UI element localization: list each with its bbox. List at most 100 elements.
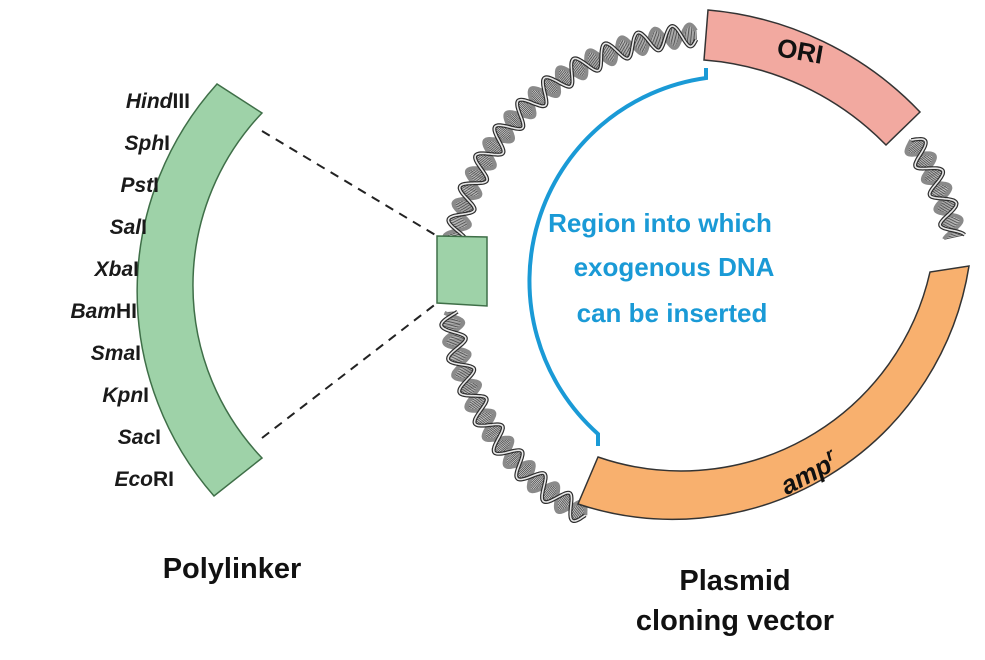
- helix-rung: [638, 32, 645, 54]
- plasmid-caption-line-1: Plasmid: [679, 565, 790, 597]
- helix-rung: [906, 138, 924, 152]
- helix-rung: [559, 67, 573, 86]
- helix-rung: [496, 125, 514, 139]
- helix-rung: [543, 483, 558, 502]
- helix-rung: [483, 424, 503, 438]
- helix-strand: [910, 136, 966, 237]
- enzyme-label: HindIII: [126, 90, 190, 113]
- helix-rung: [916, 156, 936, 169]
- helix-rung: [531, 475, 546, 492]
- helix-rung: [652, 29, 658, 51]
- helix-rung: [606, 43, 616, 63]
- helix-rung: [673, 26, 678, 47]
- helix-rung: [466, 396, 486, 407]
- helix-rung: [542, 483, 557, 501]
- helix-rung: [574, 58, 586, 78]
- helix-rung: [572, 58, 585, 79]
- helix-rung: [531, 88, 547, 106]
- helix-rung: [574, 503, 586, 522]
- helix-rung: [468, 169, 488, 180]
- helix-rung: [669, 27, 673, 48]
- helix-rung: [655, 28, 661, 51]
- helix-rung: [505, 114, 522, 129]
- helix-rung: [453, 202, 475, 211]
- helix-rung: [466, 171, 487, 183]
- helix-rung: [474, 411, 494, 424]
- helix-rung: [455, 200, 475, 208]
- helix-rung: [528, 472, 543, 489]
- helix-rung: [635, 33, 643, 54]
- helix-rung: [589, 50, 600, 71]
- helix-rung: [449, 355, 470, 362]
- helix-rung: [454, 370, 475, 379]
- helix-rung: [915, 155, 935, 168]
- helix-rung: [495, 440, 513, 454]
- dna-helix: [439, 22, 966, 523]
- helix-rung: [922, 169, 942, 180]
- region-text-line-2: exogenous DNA: [574, 252, 775, 282]
- helix-rung: [922, 170, 943, 181]
- helix-rung: [637, 32, 644, 55]
- helix-rung: [931, 188, 951, 198]
- helix-rung: [603, 43, 613, 65]
- helix-rung: [586, 52, 597, 71]
- helix-rung: [940, 219, 962, 226]
- helix-rung: [529, 472, 545, 490]
- helix-strand: [442, 310, 588, 516]
- helix-rung: [516, 101, 533, 118]
- helix-rung: [448, 354, 470, 361]
- helix-rung: [930, 187, 951, 197]
- helix-rung: [556, 492, 569, 511]
- helix-rung: [689, 24, 692, 47]
- helix-rung: [533, 87, 547, 104]
- plasmid-polylinker-segment: [436, 235, 488, 307]
- helix-rung: [516, 461, 532, 477]
- helix-rung: [571, 59, 584, 79]
- helix-rung: [448, 220, 469, 228]
- helix-rung: [907, 140, 926, 154]
- helix-rung: [475, 155, 495, 168]
- helix-strand: [440, 25, 698, 264]
- helix-rung: [459, 382, 480, 392]
- connector-line-bottom: [261, 302, 438, 439]
- helix-rung: [543, 78, 558, 97]
- enzyme-label: KpnI: [102, 384, 149, 407]
- helix-rung: [442, 323, 463, 328]
- helix-rung: [602, 45, 611, 64]
- helix-rung: [453, 366, 473, 374]
- plasmid-caption-line-2: cloning vector: [636, 605, 834, 637]
- helix-rung: [619, 38, 628, 59]
- helix-rung: [914, 154, 934, 166]
- enzyme-label: PstI: [120, 174, 159, 197]
- helix-rung: [459, 383, 480, 393]
- helix-rung: [604, 43, 615, 64]
- helix-rung: [476, 414, 495, 426]
- helix-rung: [467, 399, 487, 410]
- helix-rung: [516, 462, 533, 479]
- helix-rung: [690, 24, 693, 46]
- enzyme-label: SmaI: [91, 342, 141, 365]
- helix-rung: [449, 217, 470, 225]
- enzyme-label: XbaI: [94, 258, 139, 281]
- enzyme-label: SalI: [110, 216, 147, 239]
- helix-rung: [622, 37, 630, 58]
- helix-rung: [517, 463, 534, 480]
- helix-rung: [453, 369, 475, 378]
- insertion-region-bracket: [527, 68, 708, 446]
- helix-rung: [448, 219, 470, 226]
- restriction-enzyme-list: HindIIISphIPstISalIXbaIBamHISmaIKpnISacI…: [70, 90, 190, 491]
- polylinker-arc: [136, 83, 264, 498]
- helix-rung: [529, 90, 544, 107]
- helix-rung: [929, 185, 950, 196]
- helix-rung: [936, 204, 957, 213]
- region-text-line-3: can be inserted: [577, 298, 768, 328]
- helix-rung: [484, 142, 502, 155]
- helix-rung: [620, 37, 629, 59]
- helix-rung: [935, 201, 956, 210]
- helix-rung: [542, 79, 556, 97]
- helix-rung: [653, 28, 659, 51]
- helix-rung: [484, 426, 503, 440]
- ori-segment: [703, 9, 922, 147]
- enzyme-label: BamHI: [70, 300, 137, 323]
